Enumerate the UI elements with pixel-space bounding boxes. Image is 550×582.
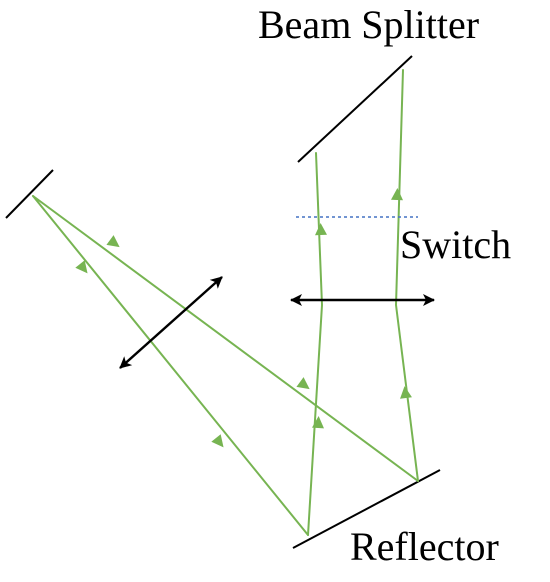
switch-label: Switch	[400, 222, 511, 267]
beam-arrowhead	[312, 416, 324, 429]
beam-arrowhead	[315, 223, 327, 236]
beam-center	[307, 152, 324, 536]
left-mirror	[5, 169, 54, 219]
beam-arrowhead	[75, 260, 88, 274]
beam-left-upper	[32, 195, 419, 482]
beam-arrowhead	[391, 188, 403, 201]
reflector-mirror	[292, 469, 441, 549]
beam-arrowhead	[296, 377, 310, 390]
beam-arrowhead	[106, 235, 120, 248]
reflector-label: Reflector	[350, 524, 499, 569]
beam-right-return	[394, 69, 419, 482]
beam-arrowhead	[400, 386, 412, 399]
beam-direction-arrows	[75, 188, 412, 448]
beam-splitter-label: Beam Splitter	[258, 2, 479, 47]
diagonal-double-arrow	[119, 276, 223, 369]
beam-splitter-mirror	[297, 55, 413, 163]
beam-paths	[32, 69, 419, 536]
beam-arrowhead	[211, 434, 224, 448]
beam-left-lower	[32, 195, 309, 536]
